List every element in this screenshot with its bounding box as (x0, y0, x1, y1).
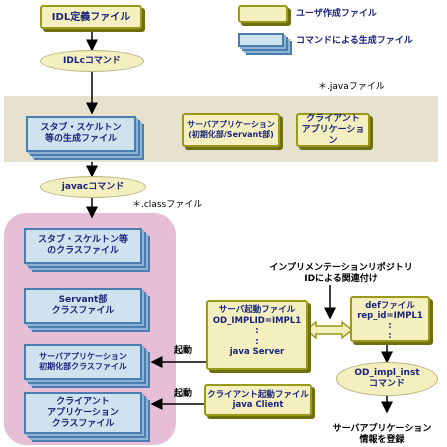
legend-generated-file-swatch (238, 33, 284, 47)
idl-definition-file: IDL定義ファイル (40, 5, 142, 29)
def-file-label: defファイル rep_id=IMPL1 : : (357, 301, 423, 341)
client-class-label: クライアント アプリケーション クラスファイル (47, 396, 119, 429)
servant-class-label: Servant部 クラスファイル (51, 295, 115, 316)
client-start-file-label: クライアント起動ファイル java Client (207, 389, 309, 411)
implementation-repository-label: インプリメンテーションリポジトリ IDによる関連付け (246, 252, 436, 285)
legend-generated-file-label: コマンドによる生成ファイル (296, 36, 413, 46)
stub-skeleton-class-label: スタブ・スケルトン等 のクラスファイル (37, 235, 128, 256)
client-start-file: クライアント起動ファイル java Client (204, 384, 312, 416)
def-file: defファイル rep_id=IMPL1 : : (350, 296, 430, 342)
client-application-source-label: クライアント アプリケーション (301, 113, 365, 146)
od-impl-inst-label: OD_impl_inst コマンド (354, 368, 420, 389)
register-server-info-label: サーバアプリケーション 情報を登録 (322, 413, 442, 446)
class-files-label: ＊.classファイル (132, 200, 203, 210)
javac-command-label: javacコマンド (61, 181, 125, 192)
server-start-file-label: サーバ起動ファイル OD_IMPLID=IMPL1 : : java Serve… (212, 305, 302, 357)
client-application-source: クライアント アプリケーション (296, 113, 370, 147)
stub-skeleton-generated-label: スタブ・スケルトン 等の生成ファイル (40, 123, 122, 144)
server-init-class-label: サーバアプリケーション 初期化部クラスファイル (39, 352, 127, 371)
launch-label-server: 起動 (174, 346, 193, 356)
stub-skeleton-generated-files: スタブ・スケルトン 等の生成ファイル (26, 116, 136, 152)
idl-definition-file-label: IDL定義ファイル (51, 11, 131, 23)
implementation-repository-text: インプリメンテーションリポジトリ IDによる関連付け (269, 263, 413, 284)
servant-class-files: Servant部 クラスファイル (24, 288, 142, 324)
server-application-source-label: サーバアプリケーション (初期化部/Servant部) (187, 120, 275, 139)
idlc-command: IDLcコマンド (40, 50, 144, 72)
java-files-label: ＊.javaファイル (318, 82, 385, 92)
client-class-files: クライアント アプリケーション クラスファイル (24, 392, 142, 434)
register-server-info-text: サーバアプリケーション 情報を登録 (332, 424, 432, 445)
server-start-file: サーバ起動ファイル OD_IMPLID=IMPL1 : : java Serve… (206, 300, 308, 370)
legend-user-file-swatch (238, 5, 288, 23)
stub-skeleton-class-files: スタブ・スケルトン等 のクラスファイル (24, 228, 142, 264)
double-arrow-server-def (304, 320, 354, 340)
idlc-command-label: IDLcコマンド (63, 55, 121, 66)
legend-user-file-label: ユーザ作成ファイル (296, 9, 377, 19)
javac-command: javacコマンド (40, 176, 146, 198)
server-application-source: サーバアプリケーション (初期化部/Servant部) (182, 113, 280, 147)
server-init-class-files: サーバアプリケーション 初期化部クラスファイル (24, 344, 142, 380)
launch-label-client: 起動 (174, 389, 193, 399)
od-impl-inst-command: OD_impl_inst コマンド (336, 362, 438, 396)
legend: ユーザ作成ファイル コマンドによる生成ファイル (238, 5, 443, 57)
